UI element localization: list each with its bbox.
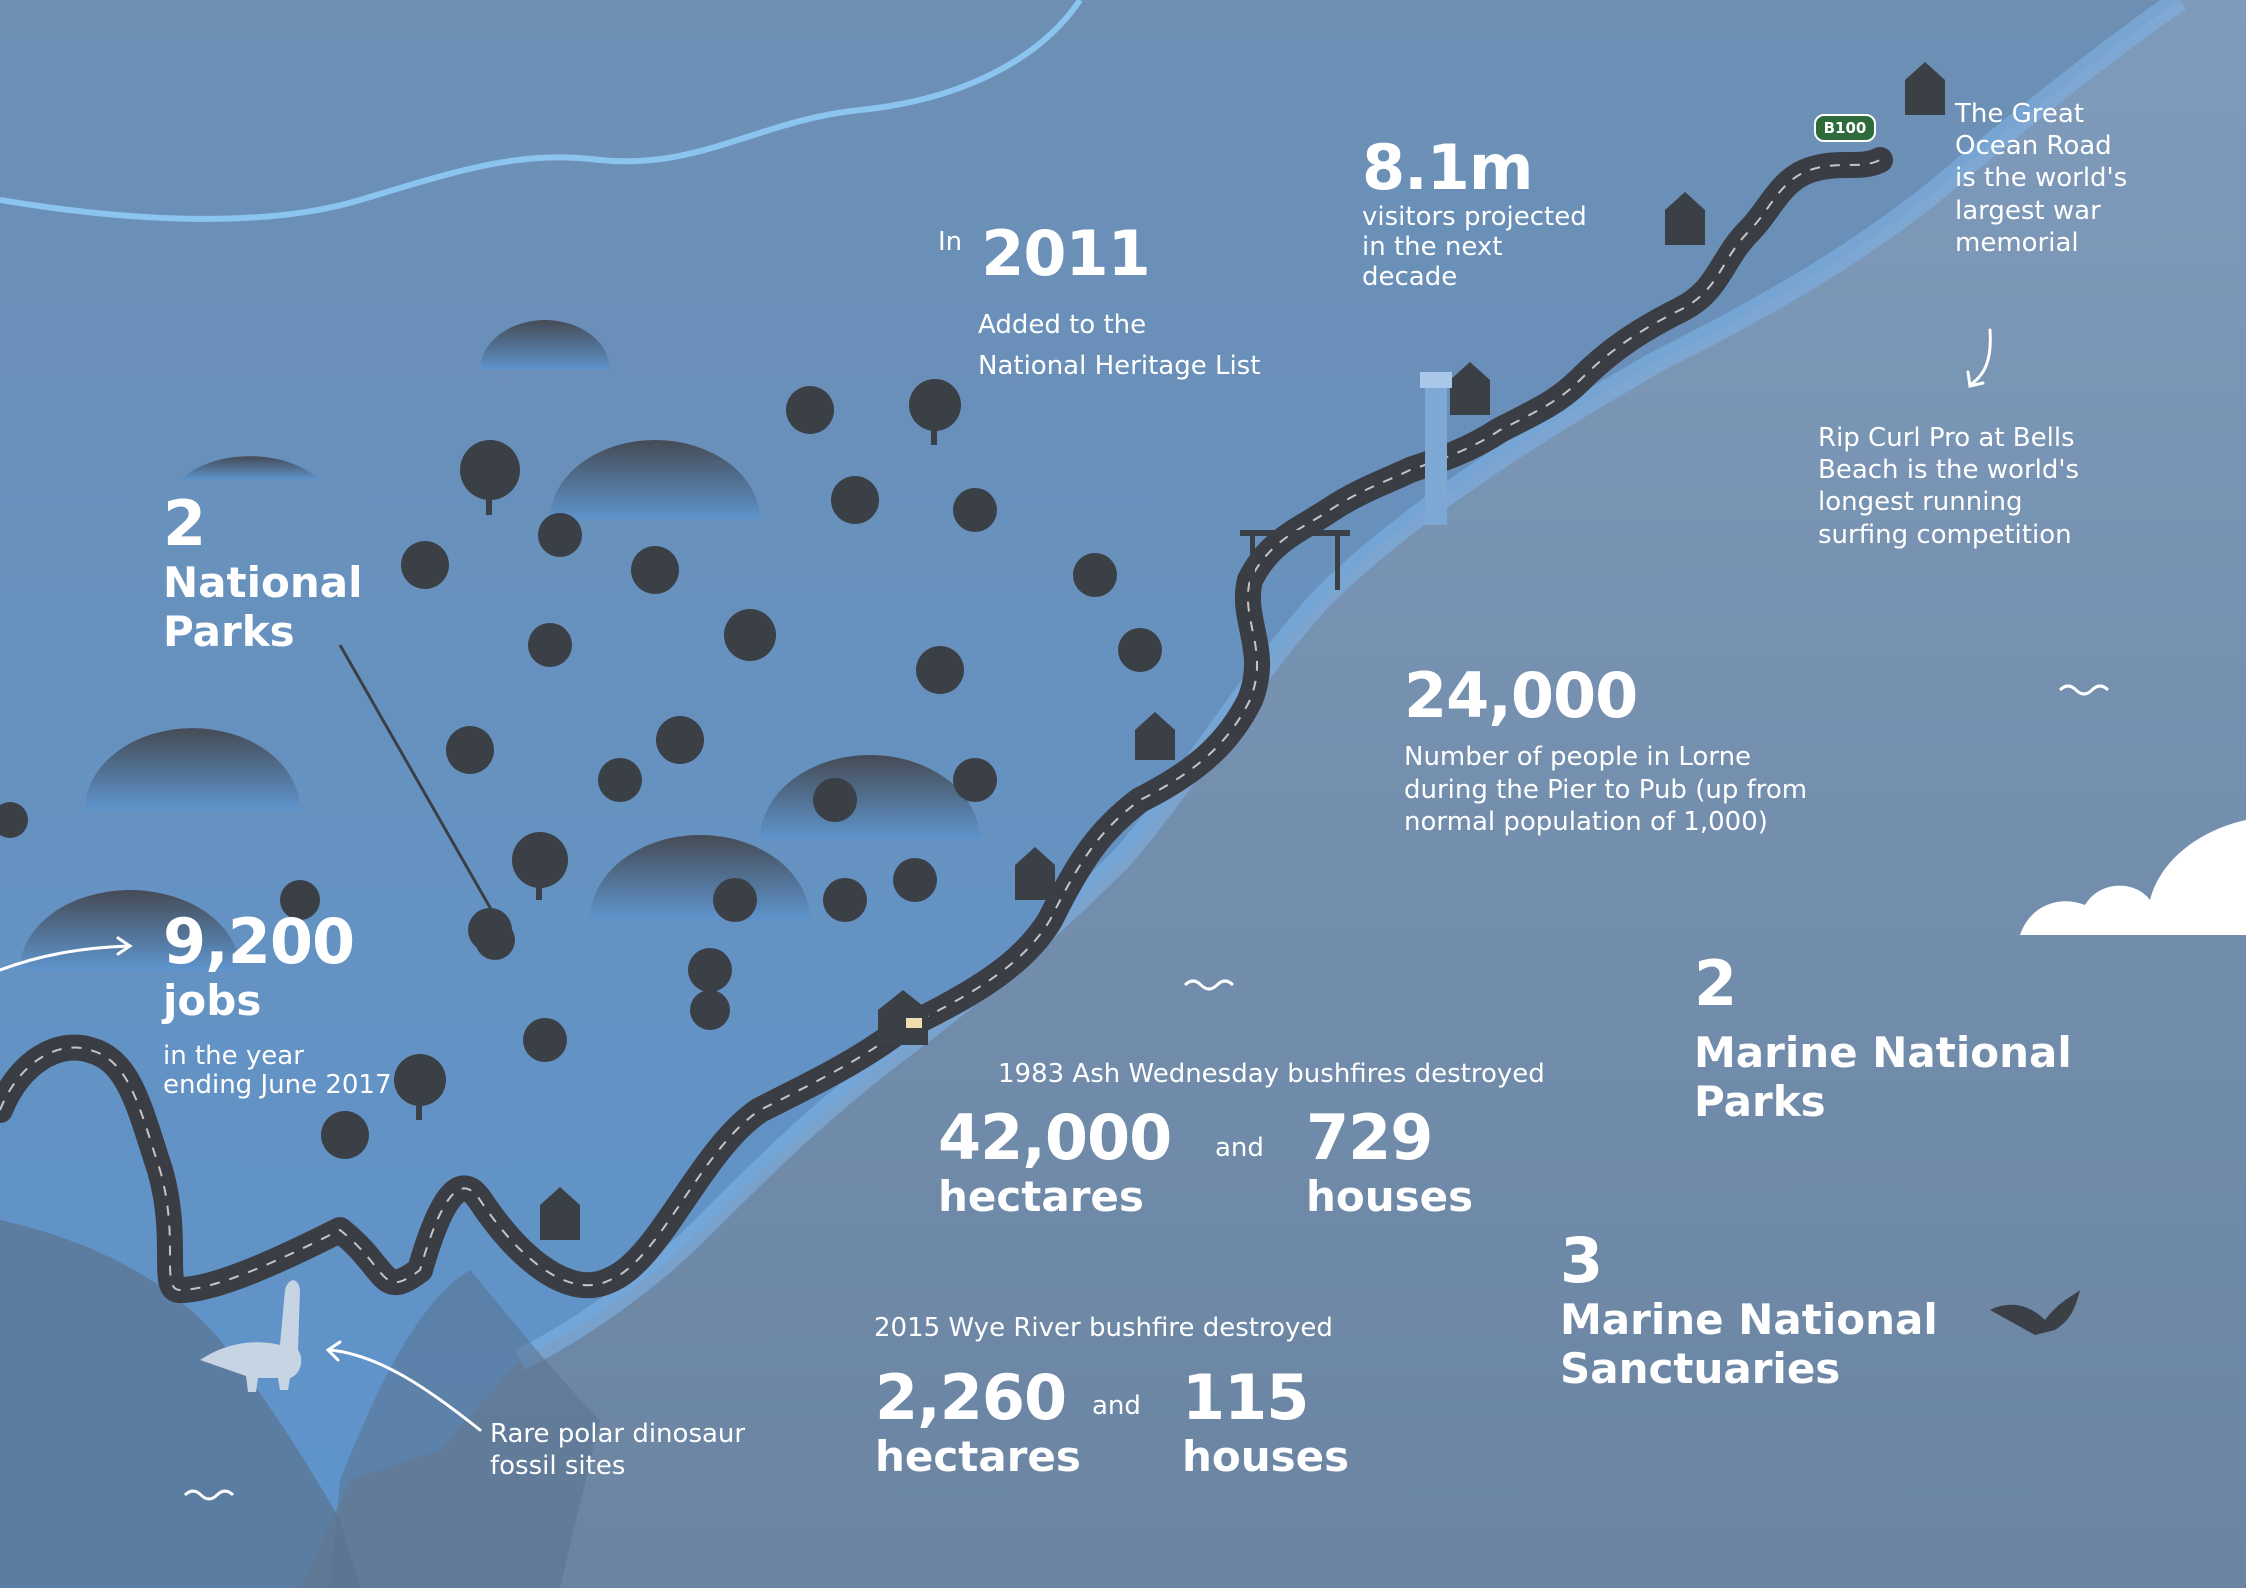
trees [0,379,1162,1159]
visitors-number: 8.1m [1362,131,1533,204]
dinosaur-line-1: Rare polar dinosaur [490,1419,746,1449]
zipline [338,644,502,926]
ripcurl-line-1: Rip Curl Pro at Bells [1818,423,2075,453]
marine-sanctuaries-line-2: Sanctuaries [1560,1343,1841,1393]
lorne-block: 24,000 Number of people in Lorne during … [1404,660,1807,838]
heritage-block: In 2011 Added to the National Heritage L… [938,218,1260,386]
heritage-prefix: In [938,227,963,257]
marine-parks-block: 2 Marine National Parks [1694,948,2072,1126]
ripcurl-line-3: longest running [1818,487,2023,518]
wye-hectares-block: 2,260 hectares [875,1362,1081,1482]
memorial-block: The Great Ocean Road is the world's larg… [1955,98,2127,259]
wye-hectares-label: hectares [875,1432,1081,1482]
ash-houses-label: houses [1306,1172,1474,1222]
dinosaur-block: Rare polar dinosaur fossil sites [490,1418,745,1482]
jobs-note-1: in the year [163,1040,304,1071]
lorne-line-3: normal population of 1,000) [1404,806,1768,837]
marine-sanctuaries-number: 3 [1560,1224,1603,1297]
cloud-icon [2020,820,2246,935]
jobs-note-2: ending June 2017 [163,1070,392,1101]
wye-houses-label: houses [1182,1432,1350,1482]
ash-hectares-label: hectares [938,1172,1144,1222]
waves [183,684,2110,1501]
dinosaur-line-2: fossil sites [490,1451,626,1482]
marine-parks-line-2: Parks [1694,1076,1826,1126]
lorne-number: 24,000 [1404,659,1638,732]
lorne-line-1: Number of people in Lorne [1404,742,1752,773]
road-centerline [0,159,1881,1292]
wye-hectares-number: 2,260 [875,1361,1067,1434]
memorial-line-4: largest war [1955,195,2101,226]
memorial-line-3: is the world's [1955,163,2128,194]
ash-wednesday-title: 1983 Ash Wednesday bushfires destroyed [998,1059,1545,1089]
wye-river-title: 2015 Wye River bushfire destroyed [874,1313,1333,1343]
lorne-line-2: during the Pier to Pub (up from [1404,774,1808,805]
arrows [0,328,1992,1432]
ridge [0,1220,360,1588]
wye-houses-block: 115 houses [1182,1362,1349,1482]
jobs-label: jobs [163,976,262,1026]
national-parks-label-2: Parks [163,606,295,656]
visitors-line-2: in the next [1362,232,1503,263]
memorial-line-2: Ocean Road [1955,131,2112,162]
ash-houses-block: 729 houses [1306,1102,1473,1222]
ripcurl-line-2: Beach is the world's [1818,455,2080,486]
marine-sanctuaries-line-1: Marine National [1560,1295,1938,1345]
house-window [906,1018,922,1028]
lighthouse-icon [1420,372,1452,525]
ash-hectares-block: 42,000 hectares [938,1101,1172,1222]
wye-houses-number: 115 [1182,1361,1309,1434]
memorial-line-1: The Great [1955,99,2085,129]
visitors-line-1: visitors projected [1362,202,1587,233]
hills [20,320,980,970]
dinosaur-icon [200,1280,302,1392]
ripcurl-block: Rip Curl Pro at Bells Beach is the world… [1818,422,2079,551]
jobs-number: 9,200 [163,905,355,978]
land [0,0,2180,1588]
national-parks-block: 2 National Parks [163,488,362,656]
national-parks-label-1: National [163,558,363,608]
visitors-block: 8.1m visitors projected in the next deca… [1362,132,1587,293]
national-parks-number: 2 [163,487,206,560]
wye-and: and [1092,1391,1141,1421]
ash-hectares-number: 42,000 [938,1101,1172,1174]
heritage-line-2: National Heritage List [978,351,1261,382]
ripcurl-line-4: surfing competition [1818,519,2072,550]
river [0,0,1083,222]
ash-and: and [1215,1133,1264,1163]
jobs-block: 9,200 jobs in the year ending June 2017 [163,906,392,1101]
marine-parks-line-1: Marine National [1694,1028,2072,1078]
houses [540,62,1945,1240]
memorial-line-5: memorial [1955,227,2079,258]
marine-sanctuaries-block: 3 Marine National Sanctuaries [1560,1225,1938,1393]
heritage-year: 2011 [981,217,1151,290]
marine-parks-number: 2 [1694,947,1737,1020]
whale-tail-icon [1990,1290,2080,1335]
b100-road-sign: B100 [1814,114,1876,142]
ridge-2 [330,1270,600,1588]
pier-icon [1240,530,1350,590]
heritage-line-1: Added to the [978,310,1147,341]
ash-houses-number: 729 [1306,1101,1433,1174]
visitors-line-3: decade [1362,262,1458,293]
